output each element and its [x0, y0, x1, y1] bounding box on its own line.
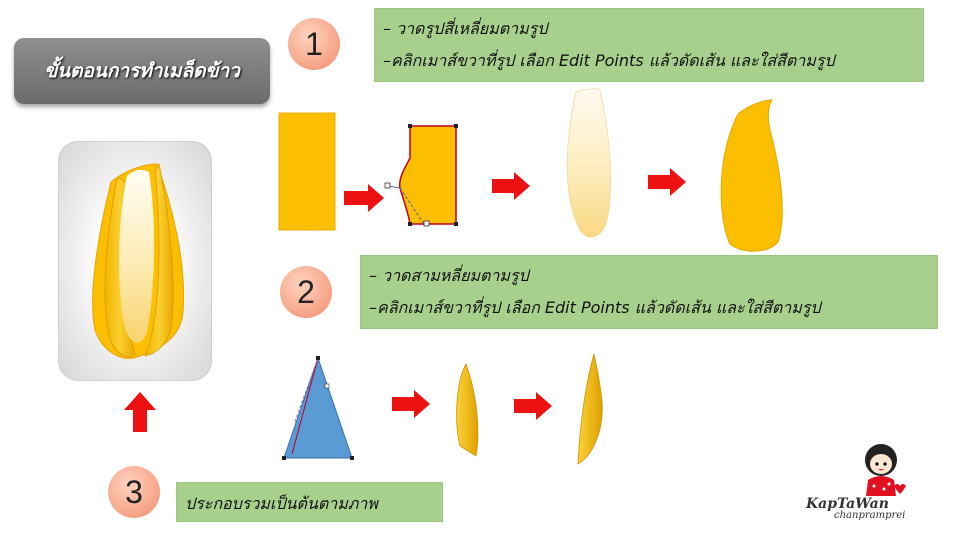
right-arrow-icon-2	[492, 172, 530, 200]
right-arrow-icon-3	[648, 168, 686, 196]
step-1-line-2: –คลิกเมาส์ขวาที่รูป เลือก Edit Points แล…	[383, 51, 835, 70]
logo-subtitle: chanpramprei	[834, 510, 906, 521]
step-2-note: – วาดสามหลี่ยมตามรูป –คลิกเมาส์ขวาที่รูป…	[360, 255, 938, 329]
step-3-line-1: ประกอบรวมเป็นต้นตามภาพ	[185, 494, 378, 513]
curved-petal-shape-1	[456, 363, 479, 457]
step-1-note: – วาดรูปสี่เหลี่ยมตามรูป –คลิกเมาส์ขวาที…	[374, 8, 924, 82]
page-title: ขั้นตอนการทำเมล็ดข้าว	[44, 60, 240, 82]
triangle-shape	[282, 356, 354, 460]
step-1-line-1: – วาดรูปสี่เหลี่ยมตามรูป	[383, 19, 548, 38]
yellow-petal-shape	[720, 99, 783, 252]
step-2-line-1: – วาดสามหลี่ยมตามรูป	[369, 266, 529, 285]
right-arrow-icon-4	[392, 390, 430, 418]
step-3-number: 3	[108, 466, 160, 518]
cartoon-girl-icon	[865, 444, 906, 496]
gradient-petal-shape	[566, 88, 612, 238]
logo-name: KapTaWan	[806, 496, 889, 512]
up-arrow-icon	[124, 392, 156, 432]
assembled-grain-panel	[58, 141, 212, 381]
step-3-note: ประกอบรวมเป็นต้นตามภาพ	[176, 482, 443, 522]
logo: KapTaWan chanpramprei	[800, 440, 920, 526]
step-1-number: 1	[288, 18, 340, 70]
title-box: ขั้นตอนการทำเมล็ดข้าว	[14, 38, 270, 104]
edit-points-shape	[384, 124, 458, 227]
curved-petal-shape-2	[577, 353, 603, 465]
rectangle-shape	[278, 112, 336, 231]
step-2-number: 2	[280, 266, 332, 318]
right-arrow-icon-5	[514, 392, 552, 420]
assembled-grain-illustration	[92, 162, 185, 359]
step-2-line-2: –คลิกเมาส์ขวาที่รูป เลือก Edit Points แล…	[369, 298, 821, 317]
right-arrow-icon-1	[344, 184, 384, 212]
